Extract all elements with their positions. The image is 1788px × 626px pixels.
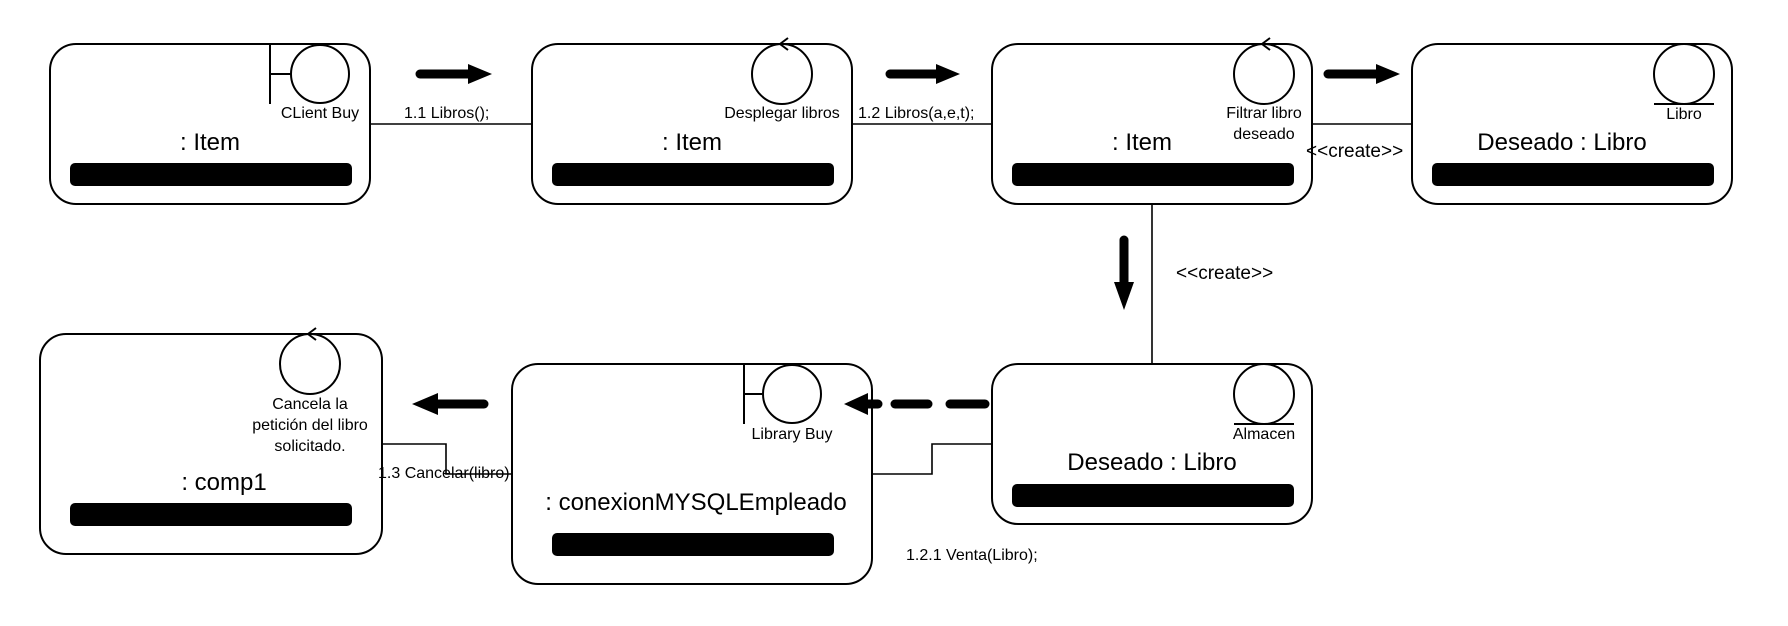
icon-label: Library Buy (752, 426, 833, 443)
stereotype-create-down: <<create>> (1176, 263, 1273, 284)
object-client-item[interactable]: CLient Buy : Item (49, 43, 371, 205)
entity-icon (1233, 363, 1295, 425)
icon-label-line2: petición del libro (252, 417, 368, 434)
object-name: Deseado : Libro (1477, 129, 1646, 156)
icon-label: Desplegar libros (724, 105, 840, 122)
object-name: : conexionMYSQLEmpleado (545, 489, 847, 516)
object-name: : comp1 (181, 469, 266, 496)
object-bar (1432, 163, 1714, 186)
arrow-left (412, 393, 489, 415)
link-almacen-conexion (872, 443, 992, 475)
control-icon (279, 327, 341, 395)
arrow-down (1114, 235, 1134, 310)
entity-icon (1653, 43, 1715, 105)
object-bar (1012, 163, 1294, 186)
control-icon (1233, 37, 1295, 105)
boundary-icon (269, 44, 350, 104)
arrow-right-1 (415, 64, 492, 84)
object-bar (552, 163, 834, 186)
object-bar (1012, 484, 1294, 507)
stereotype-create-right: <<create>> (1306, 141, 1403, 162)
object-conexion-mysql[interactable]: Library Buy : conexionMYSQLEmpleado (511, 363, 873, 585)
object-name: : Item (1112, 129, 1172, 156)
object-filtrar-item[interactable]: Filtrar libro deseado : Item (991, 37, 1313, 205)
icon-label: CLient Buy (281, 105, 359, 122)
object-comp1[interactable]: Cancela la petición del libro solicitado… (39, 327, 383, 555)
object-bar (70, 163, 352, 186)
object-name: Deseado : Libro (1067, 449, 1236, 476)
object-name: : Item (180, 129, 240, 156)
icon-label-line1: Cancela la (272, 396, 348, 413)
message-2: 1.2 Libros(a,e,t); (858, 105, 975, 122)
icon-label-line1: Filtrar libro (1226, 105, 1302, 122)
message-4: 1.3 Cancelar(libro); (378, 465, 514, 482)
boundary-icon (743, 364, 822, 424)
icon-label-line3: solicitado. (274, 438, 345, 455)
object-deseado-libro-almacen[interactable]: Almacen Deseado : Libro (991, 363, 1313, 525)
object-bar (70, 503, 352, 526)
object-bar (552, 533, 834, 556)
icon-label: Libro (1666, 106, 1702, 123)
control-icon (751, 37, 813, 105)
icon-label: Almacen (1233, 426, 1295, 443)
object-desplegar-item[interactable]: Desplegar libros : Item (531, 37, 853, 205)
arrow-left-dashed (844, 393, 990, 415)
object-name: : Item (662, 129, 722, 156)
message-1: 1.1 Libros(); (404, 105, 489, 122)
arrow-right-2 (885, 64, 960, 84)
message-3: 1.2.1 Venta(Libro); (906, 547, 1038, 564)
arrow-right-3 (1323, 64, 1400, 84)
object-deseado-libro-entity[interactable]: Libro Deseado : Libro (1411, 43, 1733, 205)
icon-label-line2: deseado (1233, 126, 1294, 143)
link-comp1-conexion (382, 443, 512, 475)
